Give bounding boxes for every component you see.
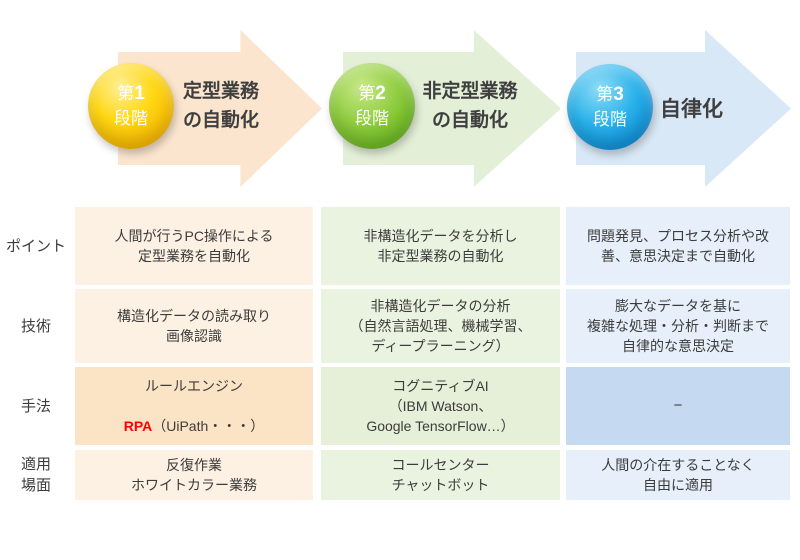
cell-usage-stage1: 反復作業 ホワイトカラー業務 (75, 450, 313, 500)
cell-method-stage1: ルールエンジン RPA（UiPath・・・） (75, 367, 313, 445)
cell-tech-stage1: 構造化データの読み取り 画像認識 (75, 289, 313, 363)
cell-point-stage2: 非構造化データを分析し 非定型業務の自動化 (321, 207, 560, 285)
stage1-title: 定型業務 の自動化 (183, 81, 260, 132)
stage1-badge-line2: 段階 (114, 109, 148, 129)
stage3-title: 自律化 (660, 98, 723, 121)
stage2-badge: 第2 段階 (329, 63, 415, 149)
stage3-badge-line2: 段階 (593, 110, 627, 130)
rpa-products: （UiPath・・・） (152, 418, 265, 435)
cell-usage-stage2: コールセンター チャットボット (321, 450, 560, 500)
cell-tech-stage2: 非構造化データの分析 （自然言語処理、機械学習、 ディープラーニング） (321, 289, 560, 363)
stage2-badge-line1: 第2 (358, 82, 386, 104)
stage2-title: 非定型業務 の自動化 (422, 81, 518, 132)
row-header-usage: 適用 場面 (20, 456, 51, 494)
cell-method-stage2: コグニティブAI （IBM Watson、 Google TensorFlow…… (321, 367, 560, 445)
cell-point-stage3: 問題発見、プロセス分析や改 善、意思決定まで自動化 (566, 207, 790, 285)
cell-usage-stage3: 人間の介在することなく 自由に適用 (566, 450, 790, 500)
row-header-method: 手法 (20, 397, 51, 415)
stage3-badge-line1: 第3 (596, 83, 624, 105)
cell-method-stage3: − (566, 367, 790, 445)
stage1-badge-line1: 第1 (117, 82, 145, 104)
method-rpa-line: RPA（UiPath・・・） (124, 416, 265, 436)
row-header-tech: 技術 (20, 317, 51, 335)
rpa-highlight: RPA (123, 418, 153, 435)
method-rule-engine-label: ルールエンジン (145, 377, 243, 394)
stage2-badge-line2: 段階 (355, 109, 389, 129)
cell-tech-stage3: 膨大なデータを基に 複雑な処理・分析・判断まで 自律的な意思決定 (566, 289, 790, 363)
row-header-point: ポイント (5, 237, 66, 255)
stage3-badge: 第3 段階 (567, 64, 653, 150)
cell-point-stage1: 人間が行うPC操作による 定型業務を自動化 (75, 207, 313, 285)
stage1-badge: 第1 段階 (88, 63, 174, 149)
